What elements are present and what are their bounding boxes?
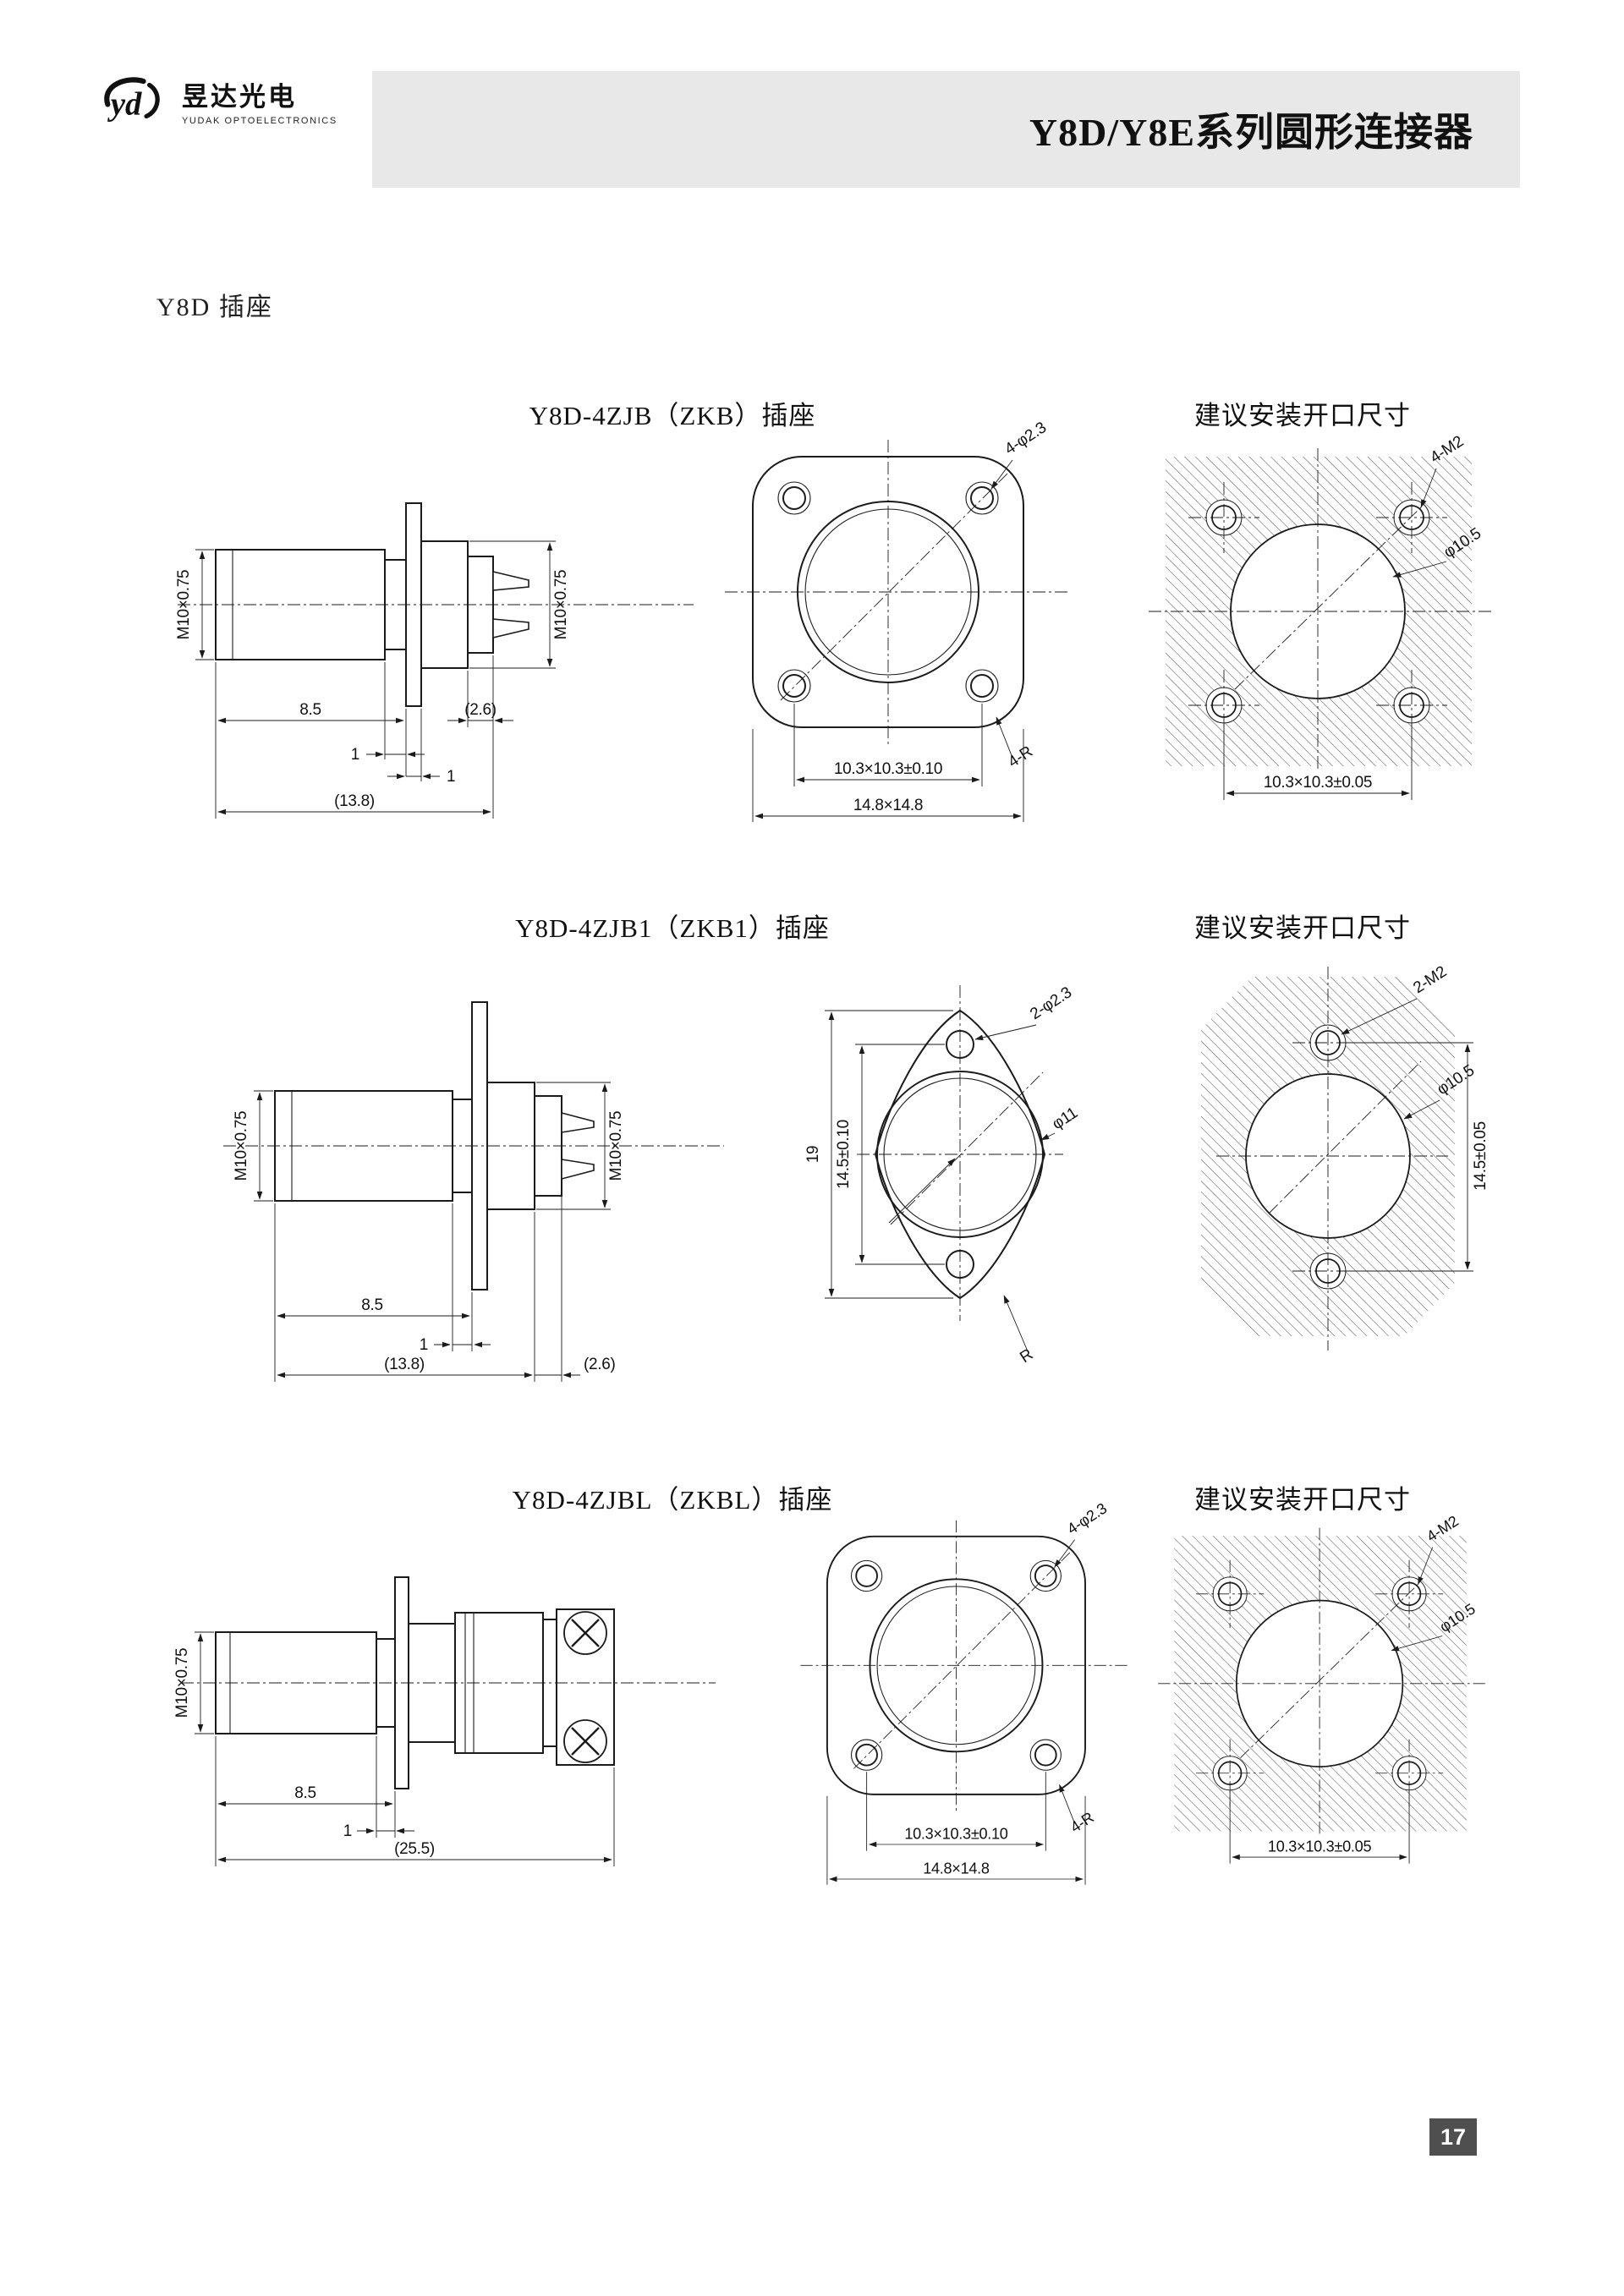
- label-corner-radius: R: [1017, 1345, 1036, 1367]
- dim-thread-left: M10×0.75: [233, 1111, 250, 1181]
- row3-side-view: M10×0.75 8.5 1 (25.5): [173, 1576, 716, 1866]
- logo-mark-icon: yd: [104, 77, 160, 123]
- dim-hole-pitch: 14.5±0.10: [835, 1120, 853, 1189]
- row3-side-dimensions: M10×0.75 8.5 1 (25.5): [173, 1631, 615, 1866]
- clamp-screw-top: [563, 1611, 607, 1655]
- dim-flange-height: 19: [804, 1146, 822, 1164]
- row1-mount-view: 4-M2 φ10.5 10.3×10.3±0.05: [1149, 433, 1493, 800]
- row3-mount-centerlines: [1158, 1527, 1487, 1835]
- section-label: Y8D 插座: [156, 293, 273, 321]
- company-logo: yd 昱达光电 YUDAK OPTOELECTRONICS: [97, 74, 337, 127]
- row3-front-outline: [826, 1535, 1086, 1795]
- dim-tap-pitch: 10.3×10.3±0.05: [1264, 774, 1372, 792]
- row1-mount-title: 建议安装开口尺寸: [1194, 401, 1411, 430]
- label-corner-radius: 4-R: [1067, 1809, 1097, 1836]
- logo-company-name: 昱达光电: [182, 82, 297, 112]
- dim-hole-pitch: 10.3×10.3±0.10: [904, 1825, 1007, 1842]
- row1-side-view: M10×0.75 M10×0.75 8.5 (2.6) 1: [175, 502, 694, 819]
- page-number-badge: 17: [1429, 2118, 1477, 2156]
- dim-tap-pitch: 10.3×10.3±0.05: [1268, 1838, 1372, 1855]
- row1-front-view: 4-φ2.3 4-R 10.3×10.3±0.10 14.8×14.8: [725, 419, 1068, 822]
- dim-flange-overall: 14.8×14.8: [923, 1860, 990, 1877]
- dim-gap2: 1: [447, 768, 455, 786]
- row1-front-outline: [752, 456, 1024, 728]
- dim-gap1: 1: [420, 1336, 428, 1354]
- dim-overall-length: (13.8): [334, 792, 375, 810]
- row3-mount-view: 4-M2 φ10.5 10.3×10.3±0.05: [1158, 1512, 1487, 1864]
- page-title: Y8D/Y8E系列圆形连接器: [1029, 111, 1473, 154]
- dim-tail-length: (2.6): [584, 1356, 616, 1373]
- dim-flange-overall: 14.8×14.8: [853, 797, 923, 814]
- row3-front-view: 4-φ2.3 4-R 10.3×10.3±0.10 14.8×14.8: [800, 1499, 1128, 1885]
- dim-barrel-length: 8.5: [294, 1784, 316, 1802]
- dim-thread-left: M10×0.75: [173, 1648, 191, 1718]
- dim-gap1: 1: [343, 1822, 352, 1840]
- label-center-dia: φ11: [1049, 1104, 1081, 1134]
- row2-side-view: M10×0.75 M10×0.75 8.5 1 (13.8) (2.6): [223, 1001, 724, 1382]
- row3-title: Y8D-4ZJBL（ZKBL）插座: [512, 1485, 833, 1515]
- row2-title: Y8D-4ZJB1（ZKB1）插座: [515, 913, 830, 943]
- row2-side-outline: [274, 1001, 595, 1290]
- dim-gap1: 1: [351, 746, 359, 764]
- row1-side-outline: [215, 502, 529, 707]
- dim-barrel-length: 8.5: [299, 701, 321, 719]
- row1-front-dimensions: 4-φ2.3 4-R 10.3×10.3±0.10 14.8×14.8: [752, 419, 1050, 822]
- row2-mount-view: 2-M2 φ10.5 14.5±0.05: [1201, 963, 1490, 1351]
- dim-thread-right: M10×0.75: [607, 1111, 625, 1181]
- logo-mark-text: yd: [107, 86, 142, 123]
- label-tap-holes: 2-M2: [1410, 963, 1450, 998]
- dim-thread-left: M10×0.75: [175, 570, 193, 640]
- row2-mount-title: 建议安装开口尺寸: [1194, 913, 1411, 943]
- dim-overall-length: (25.5): [394, 1840, 435, 1858]
- dim-overall-length: (13.8): [384, 1356, 425, 1373]
- row3-front-dimensions: 4-φ2.3 4-R 10.3×10.3±0.10 14.8×14.8: [826, 1499, 1110, 1885]
- label-corner-radius: 4-R: [1005, 743, 1035, 771]
- label-flange-holes: 4-φ2.3: [1064, 1499, 1110, 1537]
- dim-tap-pitch: 14.5±0.05: [1472, 1121, 1490, 1191]
- row1-side-dimensions: M10×0.75 M10×0.75 8.5 (2.6) 1: [175, 540, 570, 819]
- row2-mount-centerlines: [1216, 967, 1448, 1351]
- row3-mount-title: 建议安装开口尺寸: [1194, 1485, 1411, 1515]
- label-flange-holes: 2-φ2.3: [1027, 984, 1075, 1023]
- logo-company-subtitle: YUDAK OPTOELECTRONICS: [182, 116, 337, 126]
- dim-thread-right: M10×0.75: [552, 570, 570, 640]
- label-flange-holes: 4-φ2.3: [1001, 419, 1050, 458]
- dim-hole-pitch: 10.3×10.3±0.10: [834, 760, 942, 778]
- row2-front-view: 2-φ2.3 φ11 R 19 14.5±0.10: [804, 984, 1081, 1367]
- row2-side-dimensions: M10×0.75 M10×0.75 8.5 1 (13.8) (2.6): [233, 1082, 625, 1382]
- row2-front-outline: [874, 1009, 1046, 1300]
- clamp-screw-bottom: [563, 1719, 607, 1763]
- row1-title: Y8D-4ZJB（ZKB）插座: [529, 401, 816, 430]
- row1-mount-centerlines: [1149, 448, 1493, 770]
- row3-side-outline: [215, 1576, 615, 1789]
- dim-tail-length: (2.6): [464, 701, 497, 719]
- dim-barrel-length: 8.5: [361, 1296, 383, 1314]
- header-bar: Y8D/Y8E系列圆形连接器: [372, 71, 1520, 188]
